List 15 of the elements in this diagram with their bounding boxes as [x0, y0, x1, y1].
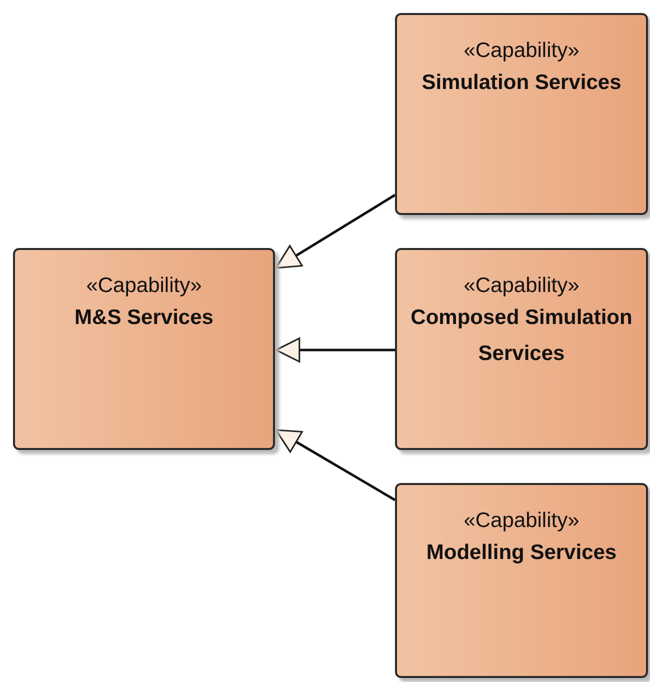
stereotype-label: «Capability»: [462, 508, 580, 534]
capability-box: [395, 248, 648, 450]
capability-name: Modelling Services: [425, 540, 618, 566]
capability-box: [13, 248, 275, 450]
generalization-arrow: [275, 194, 396, 270]
generalization-arrow: [275, 428, 396, 502]
stereotype-label: «Capability»: [462, 273, 580, 299]
capability-name: Simulation Services: [420, 70, 622, 96]
capability-name: M&S Services: [74, 305, 214, 331]
capability-box: [395, 483, 648, 678]
generalization-arrow: [275, 338, 395, 362]
stereotype-label: «Capability»: [85, 273, 203, 299]
capability-name: Composed Simulation Services: [410, 305, 634, 367]
stereotype-label: «Capability»: [462, 38, 580, 64]
capability-box: [395, 13, 648, 215]
